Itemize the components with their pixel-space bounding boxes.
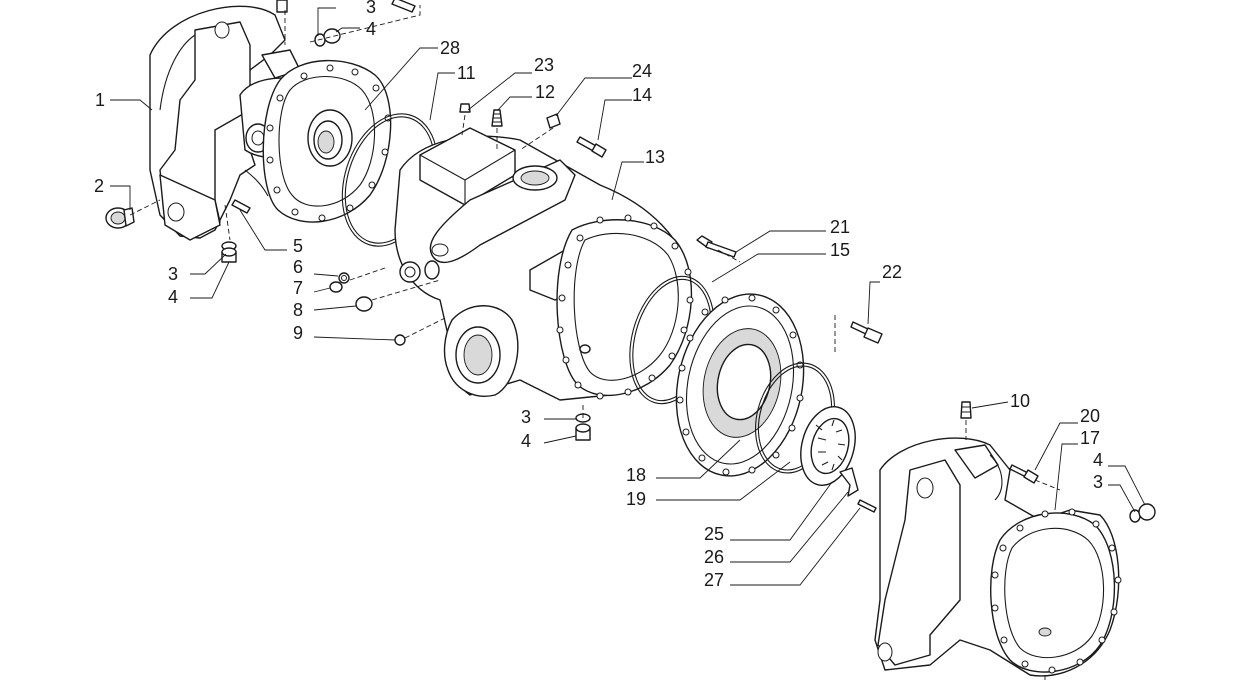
part-8-plug	[355, 296, 373, 312]
part-21-bolt	[696, 235, 737, 258]
callout-labels: 1 2 3 4 28 11 23 12 24 14 13 3 4 5 6 7 8…	[94, 0, 1103, 590]
callout-6: 6	[293, 257, 303, 277]
callout-4: 4	[366, 19, 376, 39]
part-20-bolt	[1009, 464, 1039, 484]
part-3-4-plug-top	[276, 0, 416, 47]
callout-12: 12	[535, 82, 555, 102]
callout-23: 23	[534, 55, 554, 75]
callout-1: 1	[95, 90, 105, 110]
part-13-axle-housing	[394, 127, 694, 401]
part-12-fitting	[491, 109, 503, 127]
callout-9: 9	[293, 323, 303, 343]
callout-11: 11	[457, 63, 476, 83]
callout-25: 25	[704, 524, 724, 544]
callout-21: 21	[830, 217, 850, 237]
part-27-screw	[857, 499, 877, 513]
part-28-flange-cover	[262, 59, 392, 223]
callout-27: 27	[704, 570, 724, 590]
callout-19: 19	[626, 489, 646, 509]
part-2-plug	[105, 207, 135, 229]
callout-4: 4	[1093, 450, 1103, 470]
callout-4: 4	[168, 287, 178, 307]
callout-7: 7	[293, 278, 303, 298]
callout-5: 5	[293, 236, 303, 256]
part-17-right-swivel-housing	[874, 437, 1122, 677]
part-24-plug	[546, 113, 561, 129]
callout-13: 13	[645, 147, 665, 167]
callout-8: 8	[293, 300, 303, 320]
callout-22: 22	[882, 262, 902, 282]
callout-10: 10	[1010, 391, 1030, 411]
part-26-lock-plate	[839, 467, 859, 497]
part-18-flange-carrier	[675, 293, 805, 477]
part-10-fitting	[960, 401, 972, 419]
callout-3: 3	[1093, 472, 1103, 492]
callout-28: 28	[440, 38, 460, 58]
part-23-breather	[459, 103, 471, 113]
part-3-4-plug-right	[1129, 503, 1156, 523]
part-5-pin	[231, 199, 251, 214]
callout-4: 4	[521, 431, 531, 451]
callout-3: 3	[168, 264, 178, 284]
callout-24: 24	[632, 61, 652, 81]
callout-15: 15	[830, 240, 850, 260]
callout-2: 2	[94, 176, 104, 196]
callout-3: 3	[366, 0, 376, 17]
part-3-4-plug-left	[221, 241, 237, 263]
assembly-dashed-lines	[129, 5, 1061, 680]
callout-20: 20	[1080, 406, 1100, 426]
leader-lines	[110, 7, 1146, 586]
callout-18: 18	[626, 465, 646, 485]
part-25-ring-nut	[800, 406, 856, 486]
callout-26: 26	[704, 547, 724, 567]
callout-17: 17	[1080, 428, 1100, 448]
part-14-bolt	[576, 136, 607, 158]
callout-3: 3	[521, 407, 531, 427]
callout-14: 14	[632, 85, 652, 105]
part-9-plug	[394, 334, 406, 346]
part-7-plug	[329, 281, 343, 293]
part-6-ring	[338, 272, 350, 284]
part-22-bolt	[850, 321, 883, 344]
